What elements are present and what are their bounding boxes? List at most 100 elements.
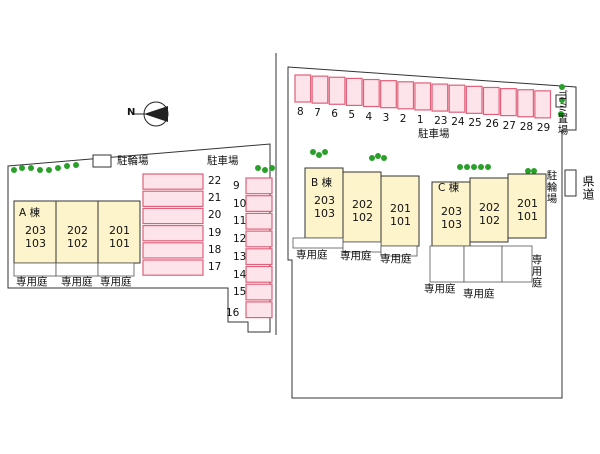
tree-icon — [28, 165, 34, 171]
tree-icon — [464, 164, 470, 170]
parking-number: 2 — [399, 112, 407, 125]
parking-number: 28 — [519, 120, 534, 133]
tree-icon — [46, 167, 52, 173]
parking-stall — [245, 283, 273, 301]
parking-stall — [534, 90, 552, 119]
parking-number: 18 — [208, 243, 222, 256]
bicycle-parking-label-right: 駐輪場 — [545, 170, 558, 205]
parking-stall — [245, 248, 273, 266]
trees — [11, 84, 565, 174]
parking-stall — [362, 78, 380, 108]
tree-icon — [55, 165, 61, 171]
garden-plot — [55, 262, 99, 277]
parking-number: 13 — [233, 250, 247, 263]
parking-stall — [245, 301, 273, 319]
tree-icon — [457, 164, 463, 170]
parking-number: 11 — [233, 215, 247, 228]
north-label: N — [127, 107, 136, 118]
parking-number: 26 — [485, 118, 499, 131]
parking-stall — [142, 242, 204, 259]
garden-label-c2: 専用庭 — [463, 288, 495, 300]
tree-icon — [310, 149, 316, 155]
tree-icon — [37, 167, 43, 173]
parking-stall — [517, 89, 534, 118]
parking-stall — [245, 265, 273, 283]
tree-icon — [559, 84, 565, 90]
tree-icon — [73, 162, 79, 168]
unit-number-upper: 201 — [390, 201, 411, 215]
parking-lot-left-b — [245, 177, 273, 319]
parking-stall — [245, 195, 273, 212]
unit-number-upper: 203 — [25, 223, 46, 237]
tree-icon — [525, 168, 531, 174]
tree-icon — [531, 168, 537, 174]
tree-icon — [559, 97, 565, 103]
parking-stall — [448, 84, 466, 113]
garden-label-b2: 専用庭 — [340, 250, 372, 262]
parking-stall — [431, 83, 449, 112]
parking-number: 25 — [468, 117, 482, 130]
building-c-label: C 棟 — [438, 182, 460, 194]
garden-label-c1: 専用庭 — [424, 283, 456, 295]
garden-label-c3: 専用庭 — [530, 254, 543, 289]
parking-stall — [142, 259, 204, 276]
unit-number-upper: 201 — [517, 197, 538, 211]
parking-stall — [482, 86, 500, 116]
parking-number: 23 — [434, 115, 448, 128]
tree-icon — [262, 167, 268, 173]
parking-stall — [142, 225, 204, 242]
parking-number: 14 — [233, 268, 247, 281]
parking-number: 8 — [297, 106, 304, 118]
parking-number: 7 — [314, 107, 321, 120]
building-unit — [97, 200, 141, 264]
garden-plot — [292, 237, 344, 249]
parking-stall — [328, 76, 346, 105]
tree-icon — [255, 165, 261, 171]
parking-stall — [245, 212, 273, 230]
building-unit — [342, 171, 382, 243]
parking-lot-right — [294, 74, 552, 119]
parking-number: 20 — [208, 209, 222, 222]
garden-plot — [463, 245, 503, 283]
garbage-label: ゴミ置場 — [556, 90, 569, 136]
north-arrow-icon — [132, 101, 169, 127]
tree-icon — [478, 164, 484, 170]
prefectural-road-label: 県道 — [581, 175, 595, 201]
parking-number: 29 — [536, 121, 551, 134]
unit-number-lower: 101 — [109, 236, 130, 250]
parking-number: 17 — [208, 261, 222, 273]
building-unit — [507, 173, 547, 239]
garden-label-b1: 専用庭 — [296, 249, 328, 261]
parking-number: 27 — [502, 119, 516, 132]
parking-number: 4 — [365, 110, 373, 123]
parking-stall — [380, 80, 397, 109]
unit-number-upper: 202 — [479, 201, 500, 215]
parking-number: 6 — [331, 108, 338, 121]
tree-icon — [381, 155, 387, 161]
unit-number-lower: 103 — [441, 218, 462, 232]
unit-number-upper: 201 — [109, 223, 130, 237]
building-unit — [469, 177, 509, 243]
tree-icon — [375, 153, 381, 159]
parking-number: 21 — [208, 192, 222, 205]
bicycle-parking-box-right — [564, 169, 577, 197]
parking-number: 19 — [208, 226, 222, 239]
parking-stall — [345, 77, 363, 107]
tree-icon — [19, 165, 25, 171]
unit-number-upper: 203 — [314, 193, 335, 207]
parking-stall — [142, 190, 204, 207]
unit-number-upper: 202 — [352, 197, 373, 211]
parking-stall — [142, 173, 204, 190]
unit-number-lower: 103 — [25, 236, 46, 250]
parking-lot-left-a — [142, 173, 204, 276]
unit-number-lower: 101 — [517, 210, 538, 224]
parking-number: 10 — [233, 197, 247, 210]
tree-icon — [558, 111, 564, 117]
unit-number-upper: 203 — [441, 205, 462, 219]
tree-icon — [369, 155, 375, 161]
garden-label-a1: 専用庭 — [16, 276, 48, 288]
unit-number-lower: 103 — [314, 206, 335, 220]
parking-number: 22 — [208, 175, 222, 187]
